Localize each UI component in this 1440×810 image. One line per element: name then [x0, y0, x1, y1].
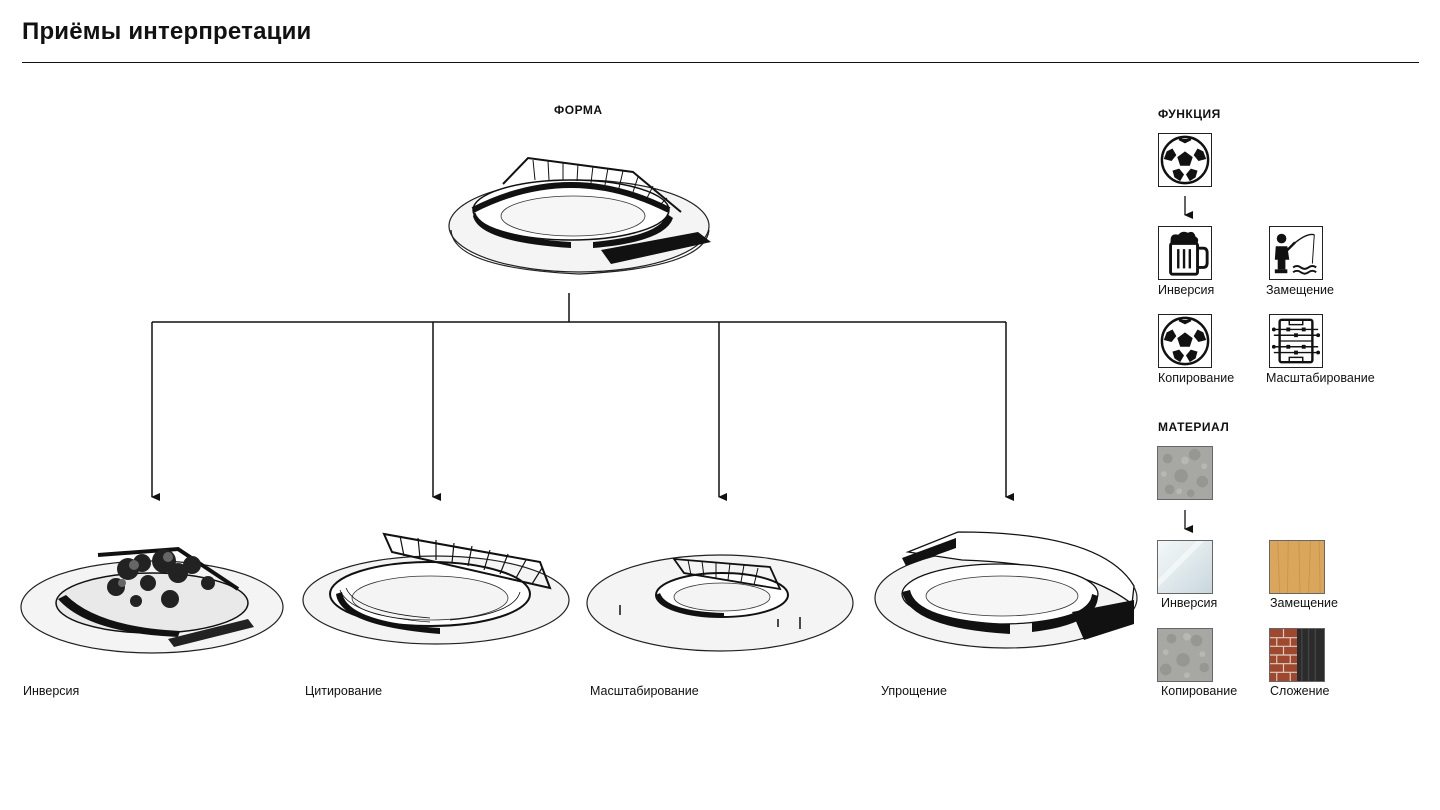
title-divider [22, 62, 1419, 63]
form-variant-label: Упрощение [881, 684, 947, 698]
function-item-label: Инверсия [1158, 283, 1215, 297]
material-heading: МАТЕРИАЛ [1158, 420, 1230, 434]
form-variant-label: Масштабирование [590, 684, 699, 698]
stadium-source-illustration [448, 156, 711, 275]
concrete-swatch [1157, 446, 1213, 500]
beer-mug-icon [1169, 231, 1209, 276]
function-item-box [1158, 226, 1212, 280]
stadium-simplification-illustration [874, 531, 1138, 649]
fishing-person-icon [1274, 233, 1317, 275]
stadium-citation-illustration [302, 532, 570, 645]
soccer-ball-icon [1160, 135, 1210, 185]
glass-swatch [1157, 540, 1213, 594]
material-item-label: Копирование [1161, 684, 1238, 698]
page-title: Приёмы интерпретации [22, 18, 312, 45]
wood-swatch [1269, 540, 1325, 594]
form-heading: ФОРМА [554, 103, 603, 117]
stadium-scaling-illustration [586, 554, 854, 652]
function-item-label: Копирование [1158, 371, 1235, 385]
stadium-inversion-illustration [20, 546, 284, 654]
material-item-label: Замещение [1270, 596, 1338, 610]
function-heading: ФУНКЦИЯ [1158, 107, 1221, 121]
function-item-box [1269, 226, 1323, 280]
material-item-label: Сложение [1270, 684, 1330, 698]
brick-and-timber-swatch [1269, 628, 1325, 682]
function-source-box [1158, 133, 1212, 187]
function-item-label: Масштабирование [1266, 371, 1375, 385]
function-item-label: Замещение [1266, 283, 1334, 297]
function-item-box [1158, 314, 1212, 368]
function-item-box [1269, 314, 1323, 368]
form-variant-label: Цитирование [305, 684, 383, 698]
concrete-swatch [1157, 628, 1213, 682]
soccer-ball-icon [1160, 316, 1210, 366]
foosball-table-icon [1271, 318, 1321, 364]
material-item-label: Инверсия [1161, 596, 1218, 610]
form-variant-label: Инверсия [23, 684, 80, 698]
